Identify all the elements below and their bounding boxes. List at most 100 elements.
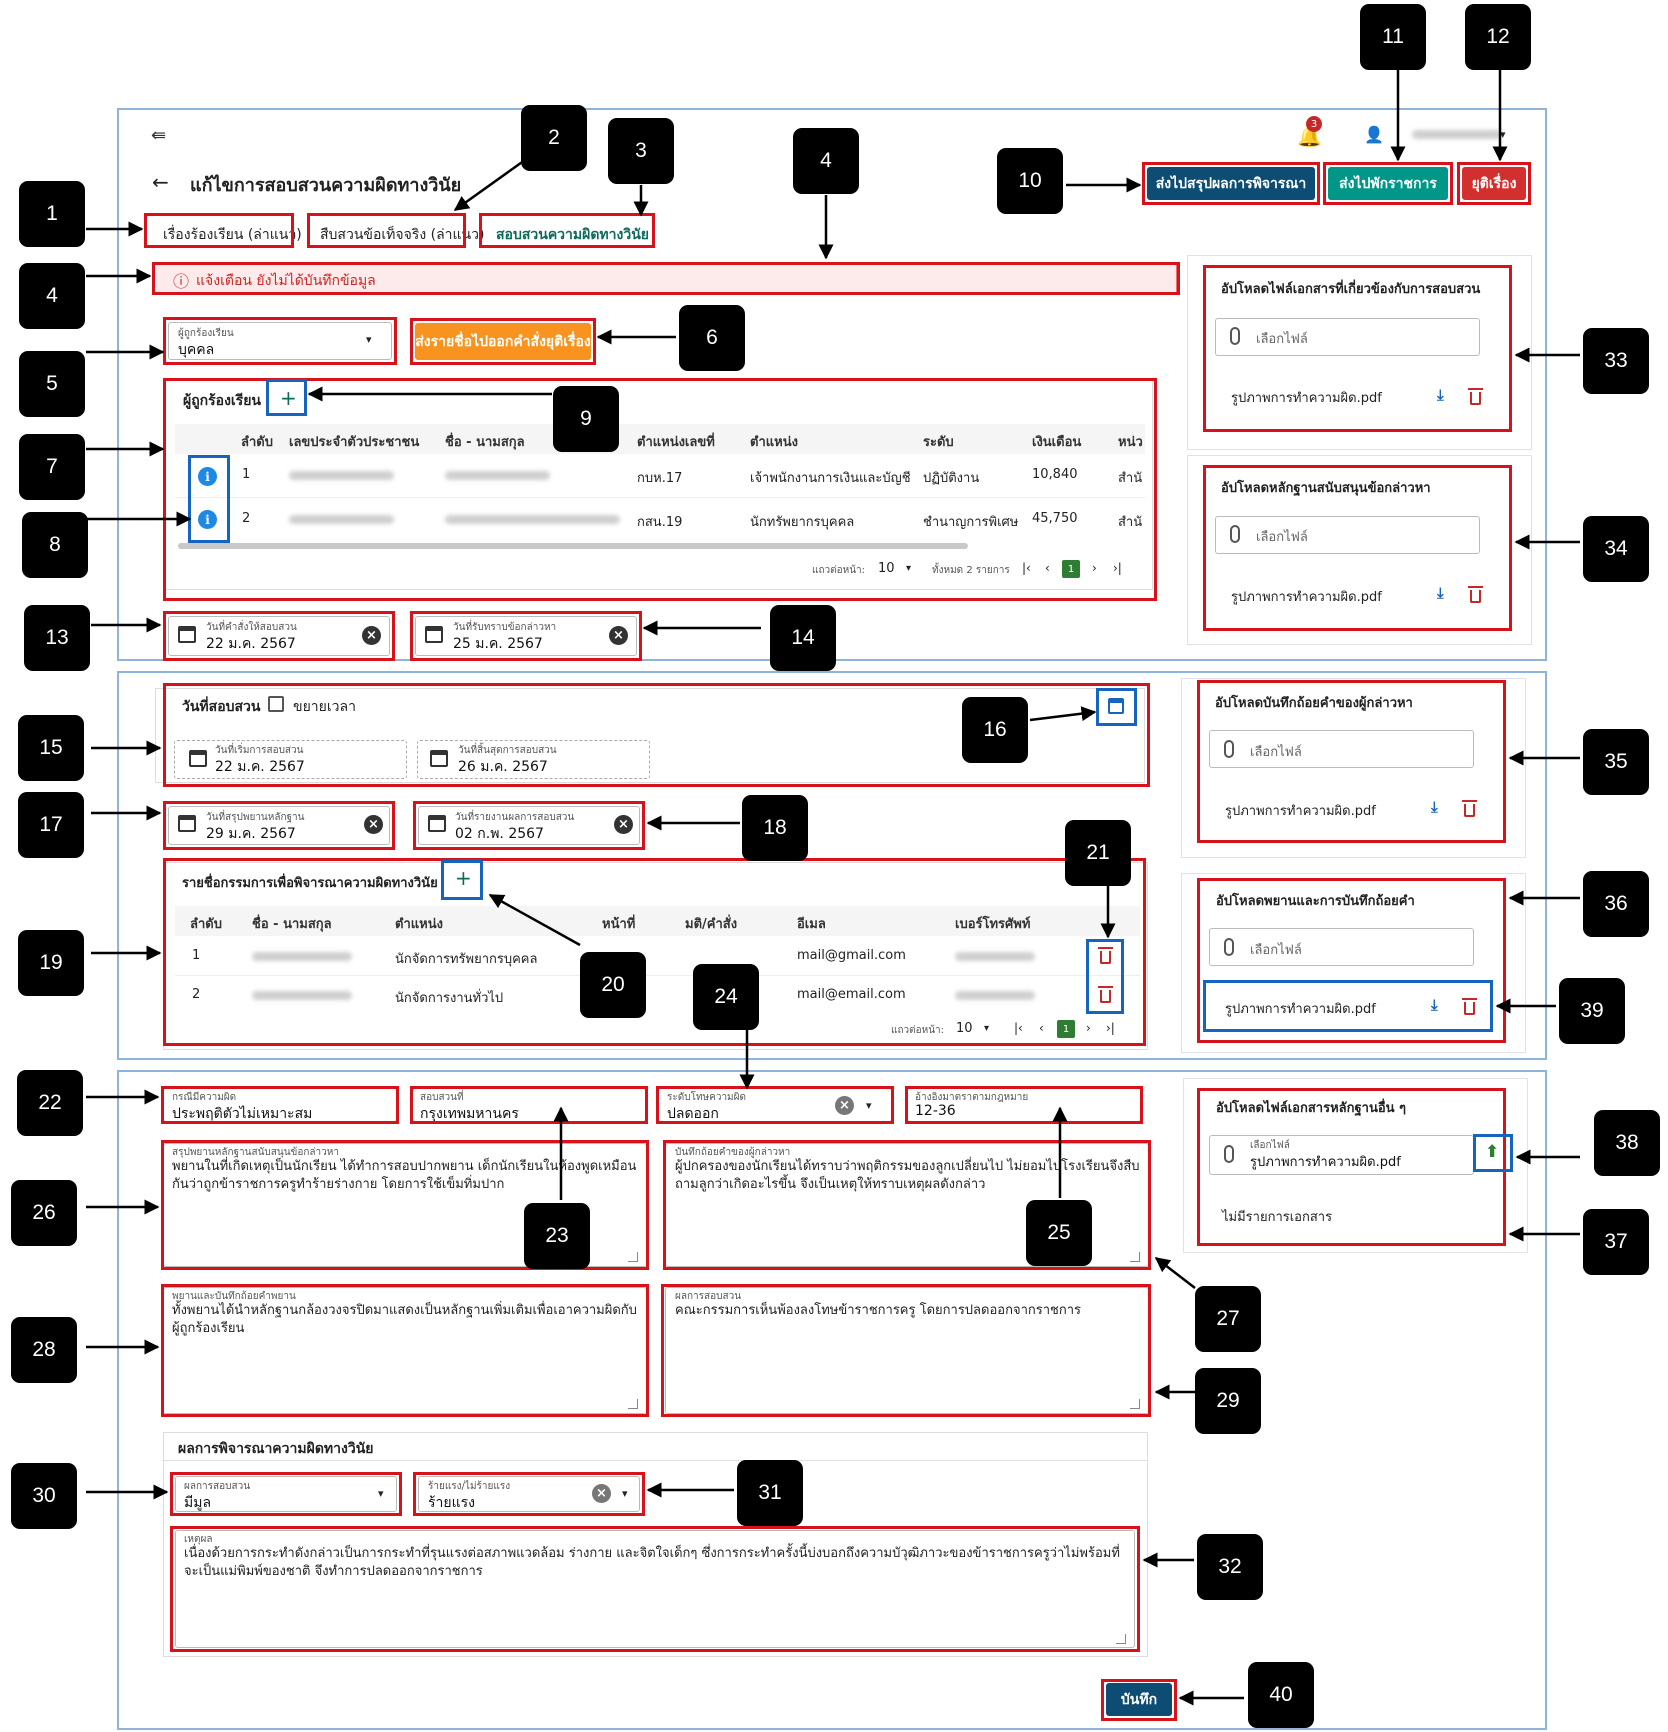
- clear-icon[interactable]: ×: [614, 815, 633, 834]
- first-page-icon[interactable]: |‹: [1014, 1021, 1023, 1035]
- offense-case-value: ประพฤติตัวไม่เหมาะสม: [172, 1106, 313, 1122]
- choose-file-input[interactable]: [1215, 516, 1480, 554]
- reason-textarea[interactable]: [175, 1530, 1135, 1648]
- rows-per-page-value[interactable]: 10: [956, 1021, 973, 1036]
- investigation-end-date-field[interactable]: [417, 740, 650, 779]
- resize-handle-icon[interactable]: [628, 1399, 638, 1409]
- last-page-icon[interactable]: ›|: [1113, 561, 1122, 575]
- user-avatar-icon[interactable]: 👤: [1364, 125, 1384, 144]
- delete-icon[interactable]: [1462, 998, 1477, 1015]
- menu-collapse-icon[interactable]: ⇚: [151, 125, 167, 146]
- back-arrow-icon[interactable]: ←: [152, 170, 169, 194]
- evidence-summary-date-field[interactable]: [168, 806, 390, 845]
- last-page-icon[interactable]: ›|: [1106, 1021, 1115, 1035]
- uploaded-file-name[interactable]: รูปภาพการทำความผิด.pdf: [1225, 804, 1376, 819]
- resize-handle-icon[interactable]: [1130, 1252, 1140, 1262]
- complainee-type-select[interactable]: [168, 322, 392, 360]
- upload-other-file-input[interactable]: [1209, 1135, 1474, 1175]
- annotation-box-complainee-select: [163, 317, 397, 365]
- uploaded-file-name[interactable]: รูปภาพการทำความผิด.pdf: [1225, 1002, 1376, 1017]
- law-section-field[interactable]: [907, 1088, 1141, 1122]
- tab-complaint[interactable]: เรื่องร้องเรียน (ล่าแนว): [163, 227, 302, 243]
- upload-arrow-icon[interactable]: ⬆: [1485, 1142, 1500, 1162]
- calendar-icon[interactable]: [428, 815, 446, 832]
- first-page-icon[interactable]: |‹: [1022, 561, 1031, 575]
- reason-text: เนื่องด้วยการกระทำดังกล่าวเป็นการกระทำที…: [184, 1546, 1120, 1579]
- choose-file-input[interactable]: [1209, 730, 1474, 768]
- chevron-down-icon[interactable]: ▾: [866, 1099, 872, 1112]
- calendar-icon[interactable]: [430, 750, 448, 767]
- choose-file-input[interactable]: [1209, 928, 1474, 966]
- result-value: มีมูล: [184, 1495, 212, 1511]
- callout-15: 15: [18, 715, 84, 781]
- next-page-icon[interactable]: ›: [1092, 561, 1097, 575]
- investigation-start-date-field[interactable]: [174, 740, 407, 779]
- prev-page-icon[interactable]: ‹: [1039, 1021, 1044, 1035]
- delete-icon[interactable]: [1098, 986, 1113, 1003]
- next-page-icon[interactable]: ›: [1086, 1021, 1091, 1035]
- witness-label: พยานและบันทึกถ้อยคำพยาน: [172, 1291, 296, 1302]
- rows-per-page-value[interactable]: 10: [878, 561, 895, 576]
- resize-handle-icon[interactable]: [628, 1252, 638, 1262]
- clear-icon[interactable]: ×: [364, 815, 383, 834]
- delete-icon[interactable]: [1462, 800, 1477, 817]
- add-committee-plus-icon[interactable]: +: [455, 866, 472, 890]
- delete-icon[interactable]: [1468, 388, 1483, 405]
- col-header-position-no: ตำแหน่งเลขที่: [637, 435, 715, 450]
- download-icon[interactable]: ⤓: [1431, 996, 1438, 1014]
- annotation-box-add-committee: [441, 860, 483, 900]
- report-date-value: 02 ก.พ. 2567: [455, 826, 544, 842]
- clear-icon[interactable]: ×: [835, 1096, 854, 1115]
- report-date-field[interactable]: [418, 806, 640, 845]
- row-unit: สำนั: [1118, 471, 1143, 486]
- rows-per-page-chevron-down-icon[interactable]: ▾: [906, 563, 912, 574]
- extend-time-checkbox[interactable]: [268, 696, 284, 712]
- prev-page-icon[interactable]: ‹: [1045, 561, 1050, 575]
- chevron-down-icon[interactable]: ▾: [622, 1487, 628, 1500]
- order-date-field[interactable]: [168, 616, 390, 656]
- download-icon[interactable]: ⤓: [1431, 798, 1438, 816]
- choose-file-input[interactable]: [1215, 318, 1480, 356]
- calendar-icon[interactable]: [178, 626, 196, 643]
- investigation-result-textarea[interactable]: [665, 1287, 1149, 1414]
- row-name-blurred: [252, 952, 352, 961]
- download-icon[interactable]: ⤓: [1437, 386, 1444, 404]
- rows-per-page-chevron-down-icon[interactable]: ▾: [984, 1023, 990, 1034]
- tab-fact-finding[interactable]: สืบสวนข้อเท็จจริง (ล่าแนว): [320, 227, 485, 243]
- calendar-icon[interactable]: [178, 815, 196, 832]
- witness-textarea[interactable]: [163, 1287, 647, 1414]
- chevron-down-icon[interactable]: ▾: [366, 333, 372, 346]
- current-page-button[interactable]: 1: [1057, 1020, 1075, 1038]
- delete-icon[interactable]: [1468, 586, 1483, 603]
- calendar-toggle-icon[interactable]: [1108, 698, 1124, 714]
- delete-icon[interactable]: [1098, 947, 1113, 964]
- send-names-terminate-order-button[interactable]: ส่งรายชื่อไปออกคำสั่งยุติเรื่อง: [415, 323, 591, 360]
- uploaded-file-name[interactable]: รูปภาพการทำความผิด.pdf: [1231, 391, 1382, 406]
- uploaded-file-name[interactable]: รูปภาพการทำความผิด.pdf: [1231, 590, 1382, 605]
- calendar-icon[interactable]: [189, 750, 207, 767]
- callout-4-top: 4: [793, 128, 859, 194]
- row-info-icon[interactable]: i: [198, 467, 217, 486]
- send-to-summary-button[interactable]: ส่งไปสรุปผลการพิจารณา: [1147, 167, 1315, 200]
- add-accused-plus-icon[interactable]: +: [280, 386, 297, 410]
- clear-icon[interactable]: ×: [362, 626, 381, 645]
- user-menu-chevron-down-icon[interactable]: ▾: [1500, 128, 1506, 141]
- current-page-button[interactable]: 1: [1062, 560, 1080, 578]
- save-button[interactable]: บันทึก: [1106, 1683, 1172, 1716]
- callout-30: 30: [11, 1463, 77, 1529]
- row-info-icon[interactable]: i: [198, 510, 217, 529]
- resize-handle-icon[interactable]: [1116, 1634, 1126, 1644]
- download-icon[interactable]: ⤓: [1437, 584, 1444, 602]
- resize-handle-icon[interactable]: [1130, 1399, 1140, 1409]
- clear-icon[interactable]: ×: [609, 626, 628, 645]
- terminate-case-button[interactable]: ยุติเรื่อง: [1462, 167, 1526, 200]
- send-to-suspend-button[interactable]: ส่งไปพักราชการ: [1328, 167, 1448, 200]
- calendar-icon[interactable]: [425, 626, 443, 643]
- upload-title: อัปโหลดหลักฐานสนับสนุนข้อกล่าวหา: [1221, 481, 1431, 496]
- acknowledge-date-field[interactable]: [415, 616, 637, 656]
- horizontal-scrollbar[interactable]: [178, 543, 968, 549]
- result-select[interactable]: [175, 1476, 397, 1512]
- clear-icon[interactable]: ×: [592, 1484, 611, 1503]
- tab-disciplinary-investigation[interactable]: สอบสวนความผิดทางวินัย: [496, 227, 649, 243]
- chevron-down-icon[interactable]: ▾: [378, 1487, 384, 1500]
